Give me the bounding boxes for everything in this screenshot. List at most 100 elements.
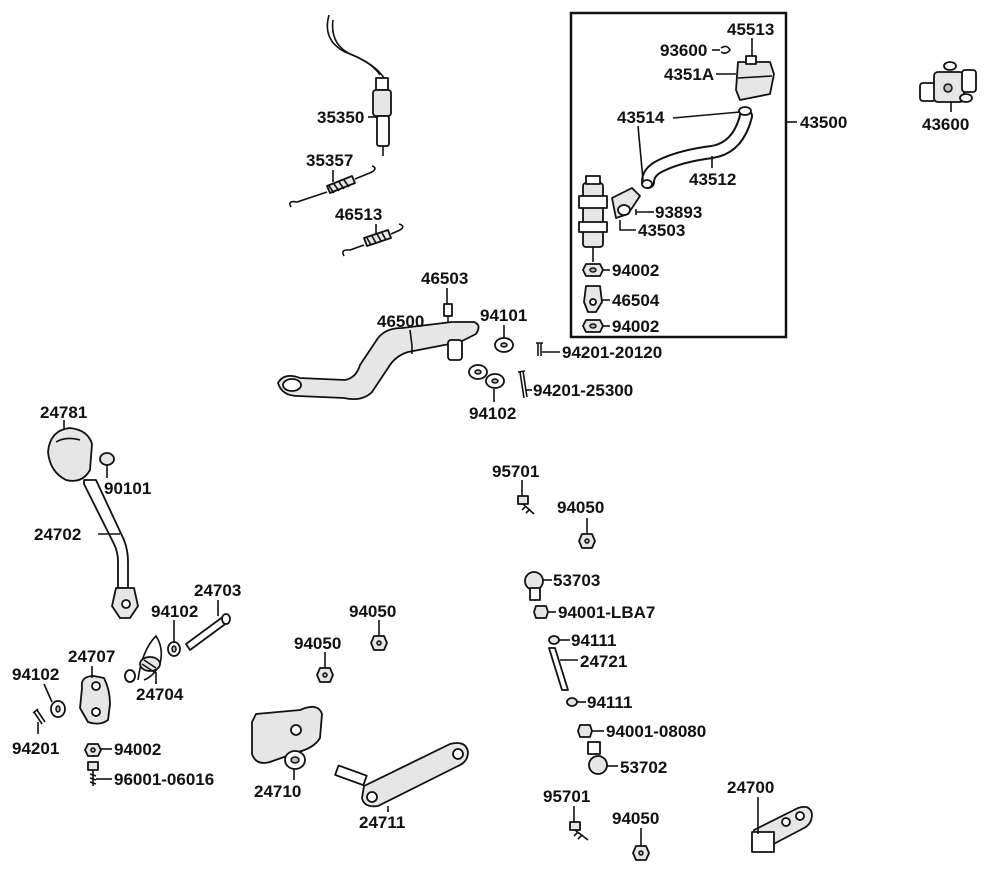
label-94102-left: 94102 [12,665,59,684]
label-94201-20120: 94201-20120 [562,343,662,362]
part-94201-20120-cotter-pin [536,342,543,356]
part-35357-spring [289,165,376,208]
label-35350: 35350 [317,108,364,127]
part-master-cylinder-body [578,175,641,262]
part-24704-return-spring [137,634,163,681]
label-94201: 94201 [12,739,59,758]
part-94111-nut-top [548,635,560,645]
label-24702: 24702 [34,525,81,544]
part-94102-washer-pair [468,364,505,389]
part-93600-clip [720,45,731,54]
label-94050-b: 94050 [349,602,396,621]
part-90101-screw [99,452,115,472]
label-95701-bot: 95701 [543,787,590,806]
part-46503-pin [443,303,453,322]
part-96001-06016-bolt [87,761,99,786]
part-24710-bracket-plate [251,705,323,770]
label-94001-LBA7: 94001-LBA7 [558,603,655,622]
label-4351A: 4351A [664,65,714,84]
label-94111-top: 94111 [571,631,616,650]
label-24710: 24710 [254,782,301,801]
leader-43503 [619,220,636,231]
label-94001-08080: 94001-08080 [606,722,706,741]
part-94050-nut-d [632,845,650,861]
part-94201-25300-cotter-pin [517,370,528,399]
label-96001-06016: 96001-06016 [114,770,214,789]
label-46504: 46504 [612,291,660,310]
part-24703-shaft [185,613,231,651]
part-24707-bracket [79,675,111,725]
part-24707-bolt-head [124,669,136,683]
label-94050-c: 94050 [557,498,604,517]
label-46500: 46500 [377,312,424,331]
label-43500: 43500 [800,113,847,132]
part-46504-clevis [583,285,603,313]
label-94050-a: 94050 [294,634,341,653]
label-24700: 24700 [727,778,774,797]
part-46513-spring [342,223,404,257]
part-46500-brake-pedal [277,321,480,401]
part-43600-hose-joint [919,61,977,103]
part-24711-shift-arm [334,742,469,808]
label-94050-d: 94050 [612,809,659,828]
label-94002-c: 94002 [114,740,161,759]
part-45513-reservoir [735,55,775,101]
label-35357: 35357 [306,151,353,170]
master-cylinder-group-box [569,11,788,339]
label-94002-b: 94002 [612,317,659,336]
part-95701-bolt-bot [569,821,589,841]
part-94002-nut-b [582,319,604,333]
part-43512-hose [641,109,753,189]
label-94102-mid: 94102 [151,602,198,621]
part-94050-nut-a [316,667,334,683]
label-24721: 24721 [580,652,627,671]
part-94002-nut-c [84,743,102,757]
part-24721-rod [548,647,569,691]
part-53702-ball-joint [587,741,608,775]
label-24711: 24711 [359,813,405,832]
label-94111-bot: 94111 [587,693,632,712]
part-94050-nut-b [370,635,388,651]
part-24781-shift-knob [47,427,93,482]
label-93600: 93600 [660,41,707,60]
label-95701-top: 95701 [492,462,539,481]
part-53703-ball-joint [524,571,544,601]
part-93893-pin [635,209,648,215]
part-94101-washer [494,337,514,353]
part-35350-brake-switch [326,14,392,156]
label-24781: 24781 [40,403,87,422]
leader-94102-left [43,683,53,703]
label-94101: 94101 [480,306,527,325]
part-24700-shift-arm [751,805,813,853]
label-45513: 45513 [727,20,774,39]
part-94102-washer-left [50,700,66,718]
label-43503: 43503 [638,221,685,240]
leader-46500 [409,329,413,347]
label-53702: 53702 [620,758,667,777]
label-94102-top: 94102 [469,404,516,423]
leader-43514-a [672,111,741,119]
label-93893: 93893 [655,203,702,222]
label-43512: 43512 [689,170,736,189]
label-43600: 43600 [922,115,969,134]
part-94001-LBA7-nut [533,605,549,619]
label-24703: 24703 [194,581,241,600]
part-95701-bolt-top [517,495,535,515]
label-46503: 46503 [421,269,468,288]
part-24702-shift-lever [83,479,139,619]
label-53703: 53703 [553,571,600,590]
label-94201-25300: 94201-25300 [533,381,633,400]
part-94050-nut-c [578,533,596,549]
label-43514: 43514 [617,108,665,127]
label-94002-a: 94002 [612,261,659,280]
label-24707: 24707 [68,647,115,666]
part-94002-nut-a [582,263,604,277]
part-94111-nut-bot [566,697,578,707]
part-43514-hose-clamp [641,106,752,189]
part-94001-08080-nut [577,724,593,738]
leader-43514-b [637,125,644,181]
part-94102-washer-mid [167,641,181,657]
part-94201-cotter-pin [32,708,46,725]
